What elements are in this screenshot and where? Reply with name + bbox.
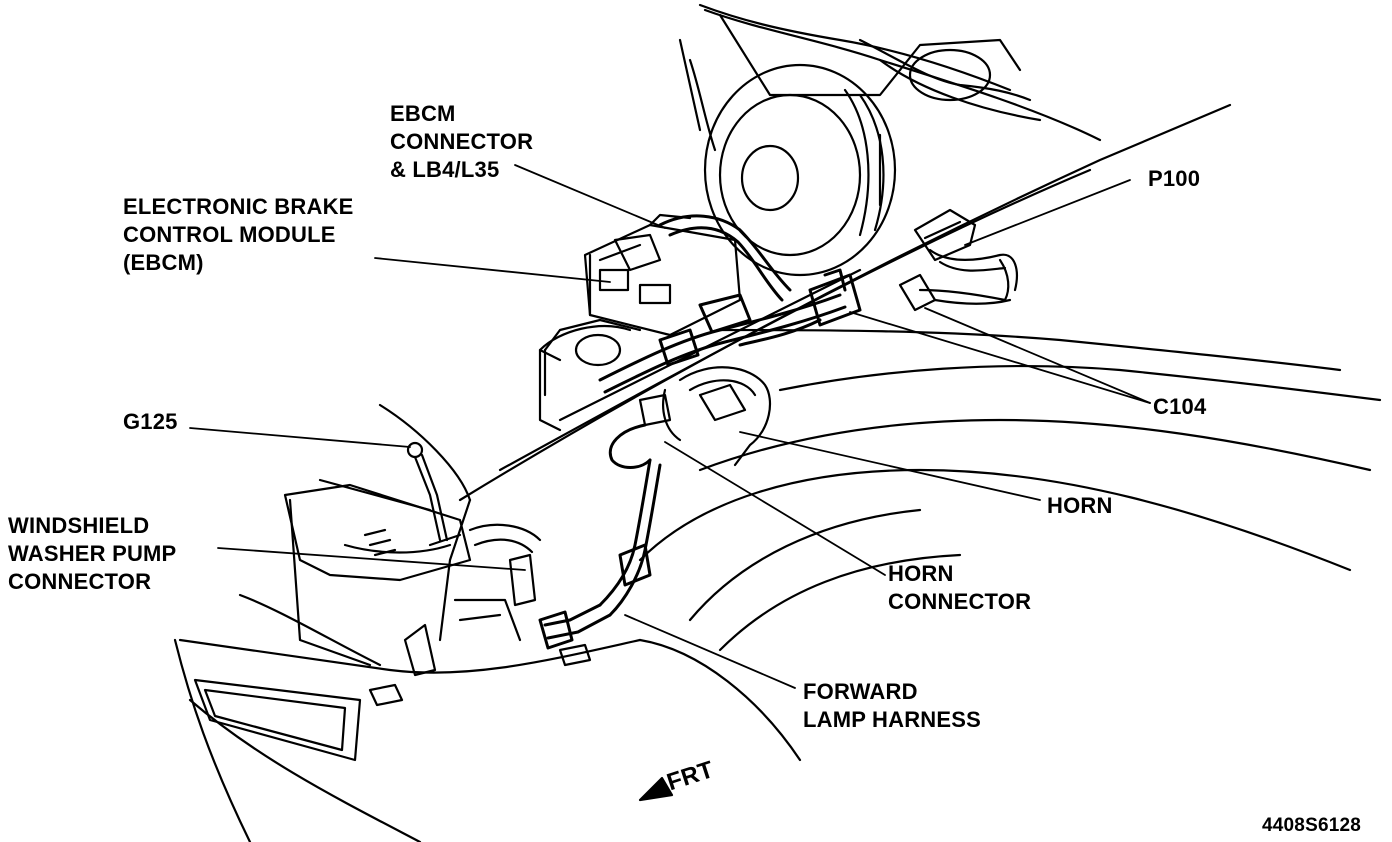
washer-reservoir-drawing [238, 478, 472, 667]
strut-tower-drawing [678, 3, 1102, 152]
washer-area-drawing [403, 441, 542, 677]
horn-connector-label: HORN CONNECTOR [888, 561, 1032, 614]
g125-label: G125 [123, 409, 178, 434]
ebcm-connector-label: EBCM CONNECTOR & LB4/L35 [390, 101, 534, 182]
p100-label: P100 [1148, 166, 1201, 191]
c104-label: C104 [1153, 394, 1207, 419]
fender-lines [378, 103, 1382, 652]
ebcm-module-drawing [543, 213, 742, 397]
forward-lamp-harness-label: FORWARD LAMP HARNESS [803, 679, 982, 732]
figure-id-label: 4408S6128 [1262, 815, 1362, 836]
front-bumper-drawing [173, 638, 802, 842]
front-arrow-icon [638, 776, 674, 802]
main-harness-drawing [598, 214, 862, 394]
horn-label: HORN [1047, 493, 1113, 518]
leader-lines [189, 164, 1151, 689]
brake-booster-drawing [703, 63, 897, 277]
washer-pump-connector-label: WINDSHIELD WASHER PUMP CONNECTOR [8, 513, 177, 594]
horn-drawing [638, 366, 772, 467]
forward-lamp-harness-drawing [538, 423, 662, 650]
p100-c104-connectors-drawing [898, 208, 1018, 312]
ebcm-module-label: ELECTRONIC BRAKE CONTROL MODULE (EBCM) [123, 194, 354, 275]
